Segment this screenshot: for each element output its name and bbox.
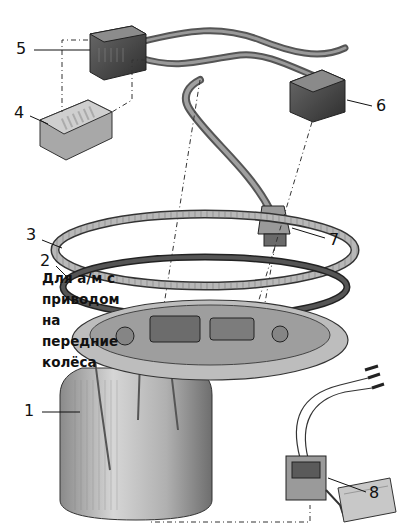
- callout-number: 2: [40, 252, 50, 270]
- callout-number: 4: [14, 104, 24, 122]
- callout-number: 3: [26, 226, 36, 244]
- callout-number: 7: [329, 231, 339, 249]
- callout-number: 8: [369, 484, 379, 502]
- callout-number: 6: [376, 97, 386, 115]
- note-text: Для а/м с приводом на передние колёса: [42, 268, 138, 373]
- hose-fitting: [258, 206, 290, 246]
- hoses: [140, 31, 345, 210]
- retaining-clip: [40, 100, 112, 160]
- callout-number: 5: [16, 40, 26, 58]
- fuel-level-sender: [286, 366, 396, 522]
- hose-connector: [290, 70, 345, 122]
- leader-lines: [30, 50, 372, 492]
- electrical-connector: [90, 26, 146, 80]
- callout-number: 1: [24, 402, 34, 420]
